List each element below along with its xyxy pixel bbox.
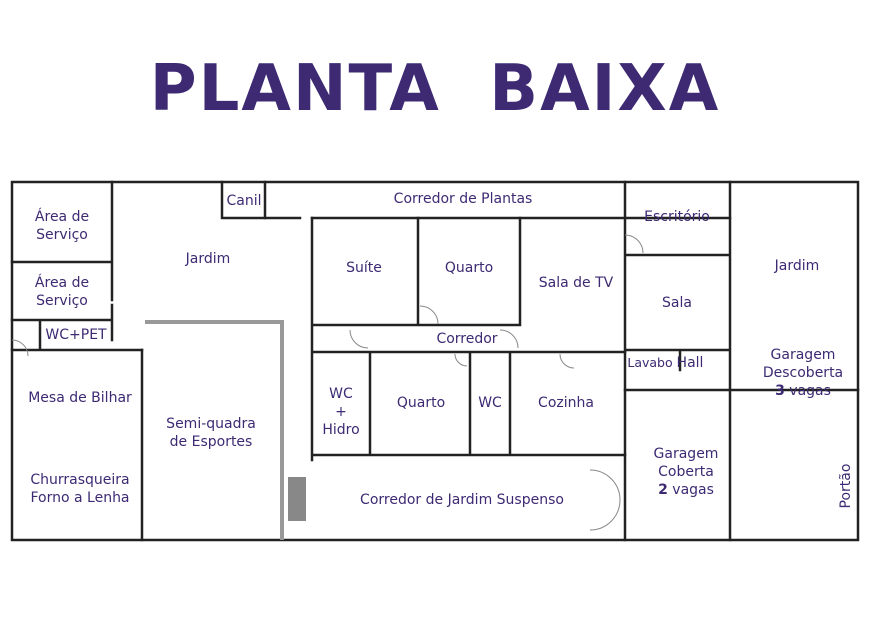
wall-service [10, 180, 144, 352]
room-jardim-right: Jardim [774, 258, 820, 274]
room-jardim-left: Jardim [185, 251, 231, 267]
room-wc-pet: WC+PET [45, 327, 107, 343]
door-arc [419, 305, 439, 325]
door-arc [624, 234, 644, 254]
room-sala-tv: Sala de TV [538, 275, 614, 291]
room-cozinha: Cozinha [538, 395, 594, 411]
door-arc [589, 499, 621, 531]
page-title: PLANTA BAIXA [0, 52, 870, 126]
room-escritorio: Escritório [644, 209, 710, 225]
door-arc [499, 329, 519, 349]
room-quarto-top: Quarto [444, 260, 494, 276]
wall-central [310, 216, 627, 462]
door-arc [589, 469, 621, 501]
door-arc [11, 339, 29, 357]
label-portao: Portão [838, 463, 854, 509]
steps [288, 477, 306, 521]
outer-wall [10, 180, 860, 542]
wall-canil [220, 180, 267, 220]
wall-right [623, 180, 732, 542]
door-arc [349, 329, 369, 349]
room-corredor-jardim: Corredor de Jardim Suspenso [360, 492, 564, 508]
room-quarto-bottom: Quarto [396, 395, 446, 411]
room-corredor-plantas: Corredor de Plantas [393, 191, 533, 207]
title-word-2: BAIXA [489, 52, 721, 126]
room-suite: Suíte [346, 260, 382, 276]
room-corredor: Corredor [436, 331, 498, 347]
room-sala: Sala [662, 295, 692, 311]
room-wc-hidro: WC+Hidro [322, 386, 360, 438]
room-wc: WC [478, 395, 502, 411]
room-mesa-bilhar: Mesa de Bilhar [28, 390, 132, 406]
title-word-1: PLANTA [149, 52, 441, 126]
room-hall: Hall [676, 355, 704, 371]
door-arc [559, 353, 575, 369]
door-arc [454, 353, 468, 367]
wall-garagem [623, 388, 860, 542]
room-canil: Canil [226, 193, 262, 209]
court-wall [145, 320, 284, 540]
room-lavabo: Lavabo [627, 355, 673, 370]
